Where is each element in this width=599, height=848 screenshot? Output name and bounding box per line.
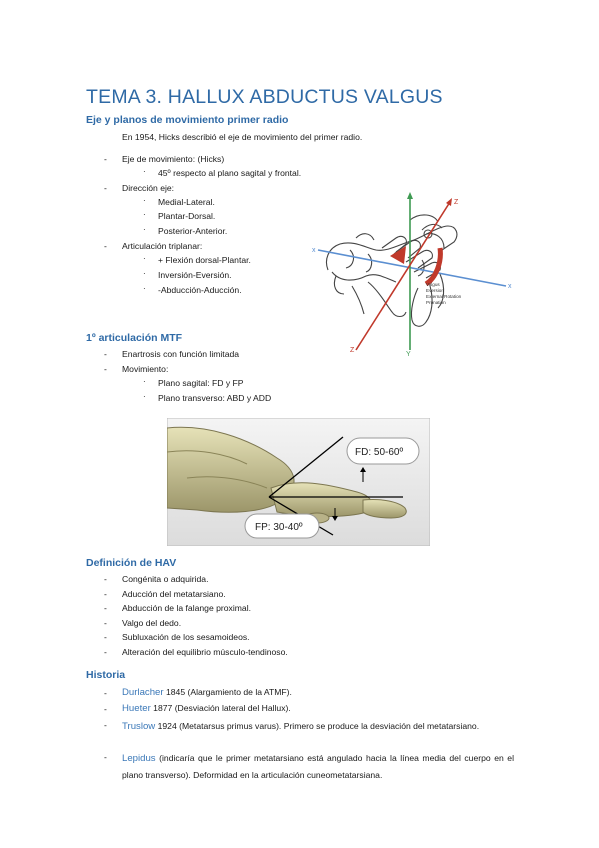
list-item: Movimiento:	[122, 364, 169, 374]
list-subitem: + Flexión dorsal-Plantar.	[158, 255, 251, 265]
section-heading-hav: Definición de HAV	[86, 557, 177, 569]
list-bullet: ·	[143, 284, 146, 293]
list-subitem: Plano transverso: ABD y ADD	[158, 393, 272, 403]
list-subitem: Posterior-Anterior.	[158, 226, 228, 236]
list-bullet: ·	[143, 196, 146, 205]
list-subitem: -Abducción-Aducción.	[158, 285, 242, 295]
list-bullet: ·	[143, 254, 146, 263]
axis-x-label: x	[312, 247, 316, 254]
list-dash: -	[104, 603, 107, 613]
list-item: Eje de movimiento: (Hicks)	[122, 154, 225, 164]
list-dash: -	[104, 364, 107, 374]
list-item: Subluxación de los sesamoideos.	[122, 632, 250, 642]
list-item: Truslow 1924 (Metatarsus primus varus). …	[122, 718, 514, 735]
toe-bones-illustration	[167, 426, 407, 524]
list-item: Articulación triplanar:	[122, 241, 203, 251]
figure-annotation-line: Pronation	[426, 300, 446, 305]
list-subitem: Plantar-Dorsal.	[158, 211, 216, 221]
fd-angle-line	[268, 436, 344, 498]
list-dash: -	[104, 349, 107, 359]
list-item: Aducción del metatarsiano.	[122, 589, 226, 599]
history-detail: 1845 (Alargamiento de la ATMF).	[163, 687, 292, 697]
list-item: Abducción de la falange proximal.	[122, 603, 251, 613]
history-detail: 1924 (Metatarsus primus varus). Primero …	[155, 721, 480, 731]
list-item: Valgo del dedo.	[122, 618, 182, 628]
list-bullet: ·	[143, 210, 146, 219]
history-author: Truslow	[122, 721, 156, 732]
list-item: Lepidus (indicaría que le primer metatar…	[122, 750, 514, 783]
axis-x-line	[317, 249, 507, 287]
list-dash: -	[104, 241, 107, 251]
axis-z-arrow-icon	[446, 198, 452, 206]
axis-z-line	[355, 201, 451, 351]
axis-x-label-end: x	[508, 283, 512, 290]
list-dash: -	[104, 632, 107, 642]
list-dash: -	[104, 618, 107, 628]
list-item: Hueter 1877 (Desviación lateral del Hall…	[122, 702, 514, 715]
history-detail: (indicaría que le primer metatarsiano es…	[122, 753, 514, 780]
list-dash: -	[104, 752, 107, 762]
list-subitem: 45º respecto al plano sagital y frontal.	[158, 168, 302, 178]
list-subitem: Medial-Lateral.	[158, 197, 215, 207]
axis-y-arrow-icon	[407, 192, 413, 199]
list-bullet: ·	[143, 392, 146, 401]
list-subitem: Inversión-Eversión.	[158, 270, 232, 280]
list-item: Alteración del equilibrio músculo-tendin…	[122, 647, 288, 657]
list-dash: -	[104, 647, 107, 657]
rotation-arrow-icon	[424, 247, 443, 287]
figure-annotation-line: Eversion	[426, 288, 444, 293]
list-item: Durlacher 1845 (Alargamiento de la ATMF)…	[122, 686, 514, 699]
axis-z-label-end: Z	[350, 347, 355, 354]
list-dash: -	[104, 589, 107, 599]
list-bullet: ·	[143, 167, 146, 176]
list-bullet: ·	[143, 377, 146, 386]
page-title: TEMA 3. HALLUX ABDUCTUS VALGUS	[86, 86, 443, 108]
fp-label-bubble	[244, 513, 320, 539]
history-author: Lepidus	[122, 753, 156, 764]
list-bullet: ·	[143, 269, 146, 278]
section-heading-mtf: 1º articulación MTF	[86, 332, 183, 344]
list-dash: -	[104, 688, 107, 698]
list-item: Congénita o adquirida.	[122, 574, 209, 584]
axis-z-label: Z	[454, 199, 459, 206]
list-dash: -	[104, 183, 107, 193]
fd-label-bubble	[346, 437, 420, 465]
figure-annotation-line: External Rotation	[426, 294, 462, 299]
history-author: Durlacher	[122, 687, 164, 698]
section-intro: En 1954, Hicks describió el eje de movim…	[122, 132, 363, 142]
section-heading-eje: Eje y planos de movimiento primer radio	[86, 114, 289, 126]
fp-label: FP: 30-40º	[255, 522, 303, 533]
list-dash: -	[104, 720, 107, 730]
section-heading-historia: Historia	[86, 669, 126, 681]
foot-axes-figure: x x Y Z Z Valgus Eversion External Rotat…	[312, 192, 512, 358]
fd-label: FD: 50-60º	[355, 447, 403, 458]
history-author: Hueter	[122, 703, 151, 714]
rotation-arrowhead-icon	[390, 246, 406, 264]
mtf-motion-figure: FD: 50-60º FP: 30-40º	[167, 418, 430, 546]
list-dash: -	[104, 704, 107, 714]
axis-y-label: Y	[406, 351, 411, 358]
list-bullet: ·	[143, 225, 146, 234]
list-dash: -	[104, 574, 107, 584]
list-item: Dirección eje:	[122, 183, 175, 193]
figure-annotation-line: Valgus	[426, 282, 440, 287]
list-item: Enartrosis con función limitada	[122, 349, 240, 359]
list-subitem: Plano sagital: FD y FP	[158, 378, 244, 388]
list-dash: -	[104, 154, 107, 164]
history-detail: 1877 (Desviación lateral del Hallux).	[150, 703, 291, 713]
